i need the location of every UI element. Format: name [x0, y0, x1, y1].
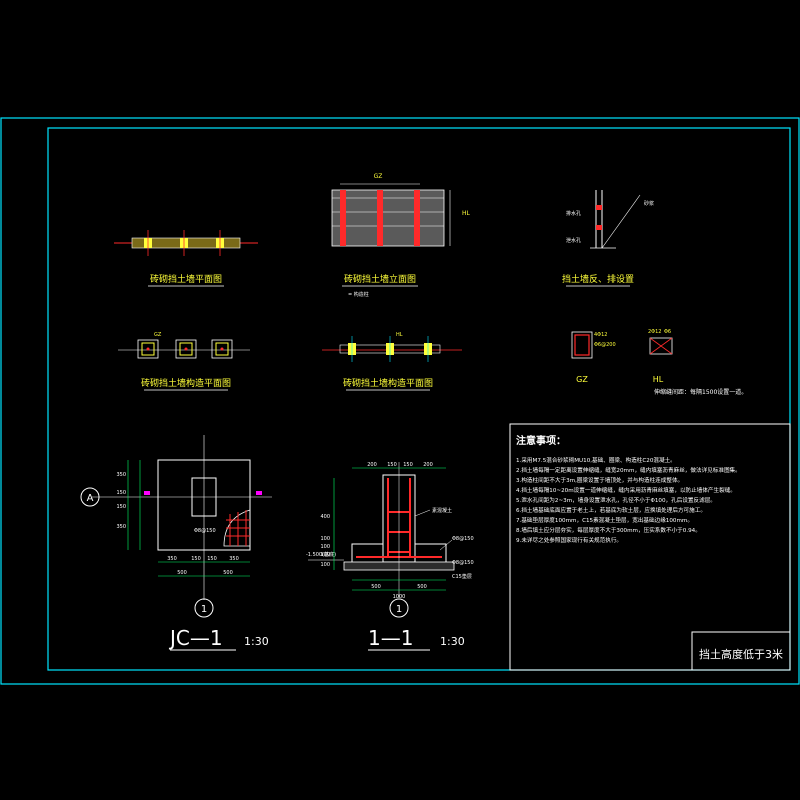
sec-label-1: 素混凝土	[432, 507, 452, 514]
drain-label-3: 砂浆	[644, 200, 654, 207]
note-line: 1.采用M7.5混合砂浆砌MU10,基础、圈梁、构造柱C20混凝土。	[516, 456, 676, 464]
hl-section: 2Φ12 Φ6 HL 伸缩缝间距：每隔1500设置一道。	[648, 329, 747, 396]
jc-dim-b2-2: 500	[223, 570, 233, 576]
jc1-plan: Φ8@150 A 350 150 150 350 350 150 150 350…	[80, 435, 272, 651]
elevation-wall-view: GZ HL 砖砌挡土墙立面图 = 构造柱	[331, 173, 471, 298]
note-line: 7.基础垫层厚度100mm，C15素混凝土垫层，宽出基础边缘100mm。	[516, 516, 693, 524]
note-line: 3.构造柱间距不大于3m,圈梁设置于墙顶处，并与构造柱连成整体。	[516, 476, 683, 484]
joint-note: 伸缩缝间距：每隔1500设置一道。	[654, 388, 747, 396]
sec-level: -1.500(基底)	[306, 551, 336, 558]
gz-bar-2: Φ6@200	[594, 342, 616, 348]
axis-a-letter: A	[87, 493, 94, 504]
gz-bar-1: 4Φ12	[594, 332, 607, 338]
col-plan2-hl: HL	[396, 332, 403, 338]
sec-dim-top-4: 200	[423, 462, 433, 468]
sec-dim-b2-1: 1000	[393, 594, 406, 600]
sec-label-4: C15垫层	[452, 573, 472, 580]
elevation-wall-title: 砖砌挡土墙立面图	[344, 273, 416, 285]
jc-dim-b1-1: 350	[167, 556, 177, 562]
sec-dim-left-2: 100	[320, 536, 330, 542]
notes-panel: 注意事项： 1.采用M7.5混合砂浆砌MU10,基础、圈梁、构造柱C20混凝土。…	[509, 423, 791, 671]
gz-title: GZ	[576, 375, 588, 384]
sec-dim-left-4: 100	[320, 552, 330, 558]
title-block-text: 挡土高度低于3米	[699, 647, 783, 661]
note-line: 8.墙后填土应分层夯实，每层厚度不大于300mm，压实系数不小于0.94。	[516, 526, 701, 534]
jc-title: JC—1	[168, 626, 223, 650]
notes-heading: 注意事项：	[516, 434, 566, 447]
jc-dim-b1-3: 150	[207, 556, 217, 562]
note-line: 9.未详尽之处参照国家现行有关规范执行。	[516, 536, 622, 544]
sec-dim-top-3: 150	[403, 462, 413, 468]
drainage-view: 排水孔 泄水孔 砂浆 挡土墙反、排设置	[562, 190, 654, 287]
hl-bar-2: Φ6	[664, 329, 671, 335]
sec-axis-1: 1	[396, 604, 402, 615]
sec-scale: 1:30	[440, 635, 465, 648]
drainage-title: 挡土墙反、排设置	[562, 273, 634, 285]
elev-gz-label: GZ	[374, 173, 383, 180]
note-line: 4.挡土墙每隔10~20m设置一道伸缩缝，缝内采用沥青麻丝填塞，以防止墙体产生裂…	[516, 486, 736, 494]
hl-bar-1: 2Φ12	[648, 329, 661, 335]
sec-dim-left-1: 400	[320, 514, 330, 520]
outer-frame	[0, 117, 800, 685]
jc-axis-1-bubble	[194, 598, 214, 618]
column-plan-view: GZ 砖砌挡土墙构造平面图	[118, 332, 250, 391]
column-plan-title-2: 砖砌挡土墙构造平面图	[343, 377, 433, 389]
jc-axis-1: 1	[201, 604, 207, 615]
sec-axis-1-bubble	[389, 598, 409, 618]
jc-dim-b1-2: 150	[191, 556, 201, 562]
hl-title: HL	[653, 375, 664, 384]
drain-label-2: 泄水孔	[566, 237, 581, 244]
sec-dim-left-5: 100	[320, 562, 330, 568]
gz-section: 4Φ12 Φ6@200 GZ	[571, 331, 616, 384]
sec-title: 1—1	[368, 626, 413, 650]
jc-dim-b2-1: 500	[177, 570, 187, 576]
axis-a-bubble	[80, 487, 100, 507]
jc-scale: 1:30	[244, 635, 269, 648]
sec-label-2: Φ8@150	[452, 536, 474, 542]
section-1-1: -1.500(基底) 200 150 150 200 400 100 100 1…	[306, 462, 474, 651]
note-line: 5.泄水孔间距为2~3m，墙身设置泄水孔，孔径不小于Φ100，孔后设置反滤层。	[516, 496, 716, 504]
sec-label-3: Φ8@150	[452, 560, 474, 566]
elev-hl-label: HL	[462, 210, 471, 217]
elev-note: = 构造柱	[348, 291, 369, 298]
jc-dim-left-1: 350	[116, 472, 126, 478]
inner-frame	[47, 127, 791, 671]
sec-dim-b1-1: 500	[371, 584, 381, 590]
jc-dim-left-4: 350	[116, 524, 126, 530]
column-plan-title: 砖砌挡土墙构造平面图	[141, 377, 231, 389]
column-plan-view-2: HL 砖砌挡土墙构造平面图	[322, 332, 462, 391]
col-plan-gz: GZ	[154, 332, 162, 338]
sec-dim-left-3: 100	[320, 544, 330, 550]
jc-rebar-label: Φ8@150	[194, 528, 216, 534]
jc-dim-left-2: 150	[116, 490, 126, 496]
title-block: 挡土高度低于3米	[691, 631, 791, 671]
plan-wall-title: 砖砌挡土墙平面图	[150, 273, 222, 285]
note-line: 2.挡土墙每隔一定距离设置伸缩缝，缝宽20mm，缝内填塞沥青麻丝，做法详见标准图…	[516, 466, 741, 474]
sec-dim-top-1: 200	[367, 462, 377, 468]
sec-dim-b1-2: 500	[417, 584, 427, 590]
jc-dim-left-3: 150	[116, 504, 126, 510]
note-line: 6.挡土墙基础底面应置于老土上，若基底为软土层，应换填处理后方可施工。	[516, 506, 706, 514]
plan-wall-view: 砖砌挡土墙平面图	[114, 230, 258, 287]
sec-dim-top-2: 150	[387, 462, 397, 468]
jc-dim-b1-4: 350	[229, 556, 239, 562]
drain-label-1: 排水孔	[566, 210, 581, 217]
